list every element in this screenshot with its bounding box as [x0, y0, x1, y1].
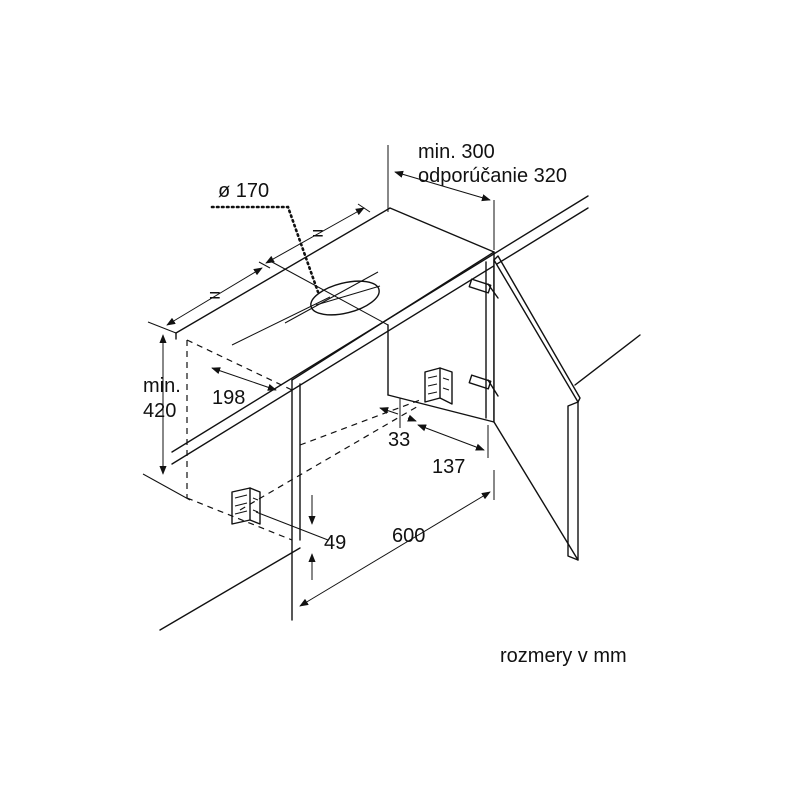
- label-min: min.: [143, 375, 181, 397]
- hinge-upper: [468, 278, 499, 299]
- label-198: 198: [212, 387, 245, 409]
- extraction-hole: [310, 280, 381, 316]
- lower-wall-line: [159, 334, 641, 631]
- label-49: 49: [324, 532, 346, 554]
- dim-equal-lower: [147, 267, 263, 334]
- hole-leader: [210, 205, 320, 294]
- dim-198: [211, 367, 277, 391]
- label-hole-diameter: ø 170: [218, 180, 269, 202]
- dim-33: [379, 398, 417, 428]
- label-equal-upper: =: [312, 223, 324, 245]
- dim-137: [417, 424, 489, 458]
- label-137: 137: [432, 456, 465, 478]
- dim-600: [299, 470, 495, 607]
- units-note: rozmery v mm: [500, 645, 627, 667]
- dim-equal-upper: [258, 203, 371, 269]
- label-600: 600: [392, 525, 425, 547]
- top-centerlines: [231, 261, 389, 346]
- label-equal-lower: =: [209, 285, 221, 307]
- label-min-300: min. 300: [418, 141, 495, 163]
- cabinet-top: [175, 207, 495, 381]
- dim-420: [142, 334, 191, 501]
- hinge-lower: [468, 374, 499, 397]
- mounting-bracket-front: [231, 487, 261, 525]
- dim-min-300: [387, 145, 495, 250]
- label-420: 420: [143, 400, 176, 422]
- cabinet-door: [493, 255, 581, 561]
- label-recommended-320: odporúčanie 320: [418, 165, 567, 187]
- mounting-bracket-rear: [424, 367, 453, 405]
- hidden-outline: [186, 339, 421, 541]
- label-33: 33: [388, 429, 410, 451]
